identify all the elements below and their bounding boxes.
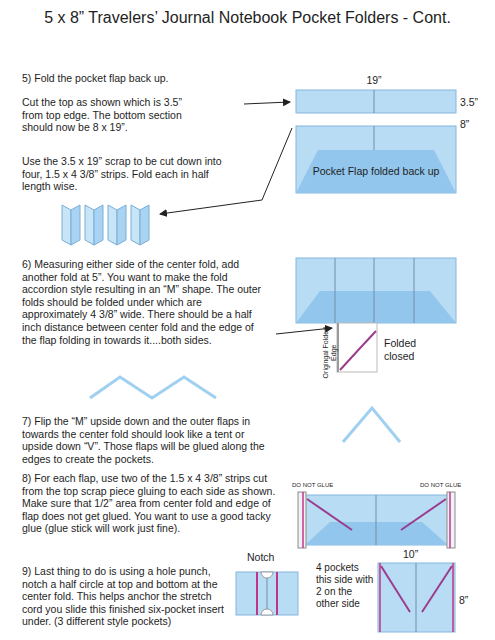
strip-fold [256,572,258,615]
glue-edge [401,499,446,530]
pocket-flap: Pocket Flap folded back up [296,150,456,193]
notch-panel [236,572,298,615]
top-strip [296,90,456,113]
warning-label: DO NOT GLUE [292,482,342,489]
dimension: 19” [359,74,389,87]
strip-half [85,205,94,245]
folded-square [337,323,377,372]
glue-strip [298,492,306,548]
strip-half [140,205,149,245]
step-text: Use the 3.5 x 19” scrap to be cut down i… [22,155,234,193]
strip-half [108,205,117,245]
leader-arrow [244,102,290,104]
callout-label: Notch [247,551,281,564]
strip-fold [452,563,454,632]
center-fold [376,495,377,545]
pocket-edge [422,566,452,612]
glue-panel [305,495,448,545]
center-fold [416,563,417,632]
strip-fold [379,563,381,632]
strip-half [117,205,126,245]
strip-fold [276,572,278,615]
step-text: 7) Flip the “M” upside down and the oute… [22,415,272,465]
page-title: 5 x 8” Travelers’ Journal Notebook Pocke… [0,9,495,27]
glue-edge [307,499,352,530]
center-fold [374,126,375,151]
dimension: 10” [403,548,433,561]
pocket-panel [296,126,456,193]
pocket-edge [381,566,410,612]
warning-label: DO NOT GLUE [420,482,470,489]
notch [261,572,273,578]
m-fold-shape [90,377,216,398]
dimension: 8” [459,594,489,607]
flap-label: Pocket Flap folded back up [296,150,456,178]
strip-fold [302,492,304,548]
strip-half [94,205,103,245]
dimension: 3.5” [460,96,490,109]
strip-half [131,205,140,245]
finished-insert [378,563,455,632]
step-text: 6) Measuring either side of the center f… [22,258,270,346]
fold-label: Folded closed [384,337,440,362]
trapezoid-fill [296,150,456,193]
step-text: 8) For each flap, use two of the 1.5 x 4… [22,472,280,535]
center-fold [267,572,268,615]
accordion-panel [296,258,456,323]
fold-line [340,331,376,370]
folded-strips [62,205,149,245]
dimension: 8” [460,118,490,131]
notch [261,609,273,615]
note-label: 4 pockets this side with 2 on the other … [316,562,376,610]
step-text: Cut the top as shown which is 3.5” from … [22,96,200,134]
center-fold [374,90,375,113]
tent-shape [343,408,400,442]
edge-label: Origingal Folded Edge [322,325,337,381]
step-text: 5) Fold the pocket flap back up. [22,72,262,85]
strip-half [62,205,71,245]
strip-half [71,205,80,245]
fold-line [335,258,336,323]
fold-line [414,258,415,323]
folded-edge [337,323,339,372]
step-text: 9) Last thing to do is using a hole punc… [22,565,227,628]
fold-line [374,258,375,323]
glue-strip [447,492,455,548]
pocket-flap [296,291,456,323]
strip-fold [449,492,451,548]
